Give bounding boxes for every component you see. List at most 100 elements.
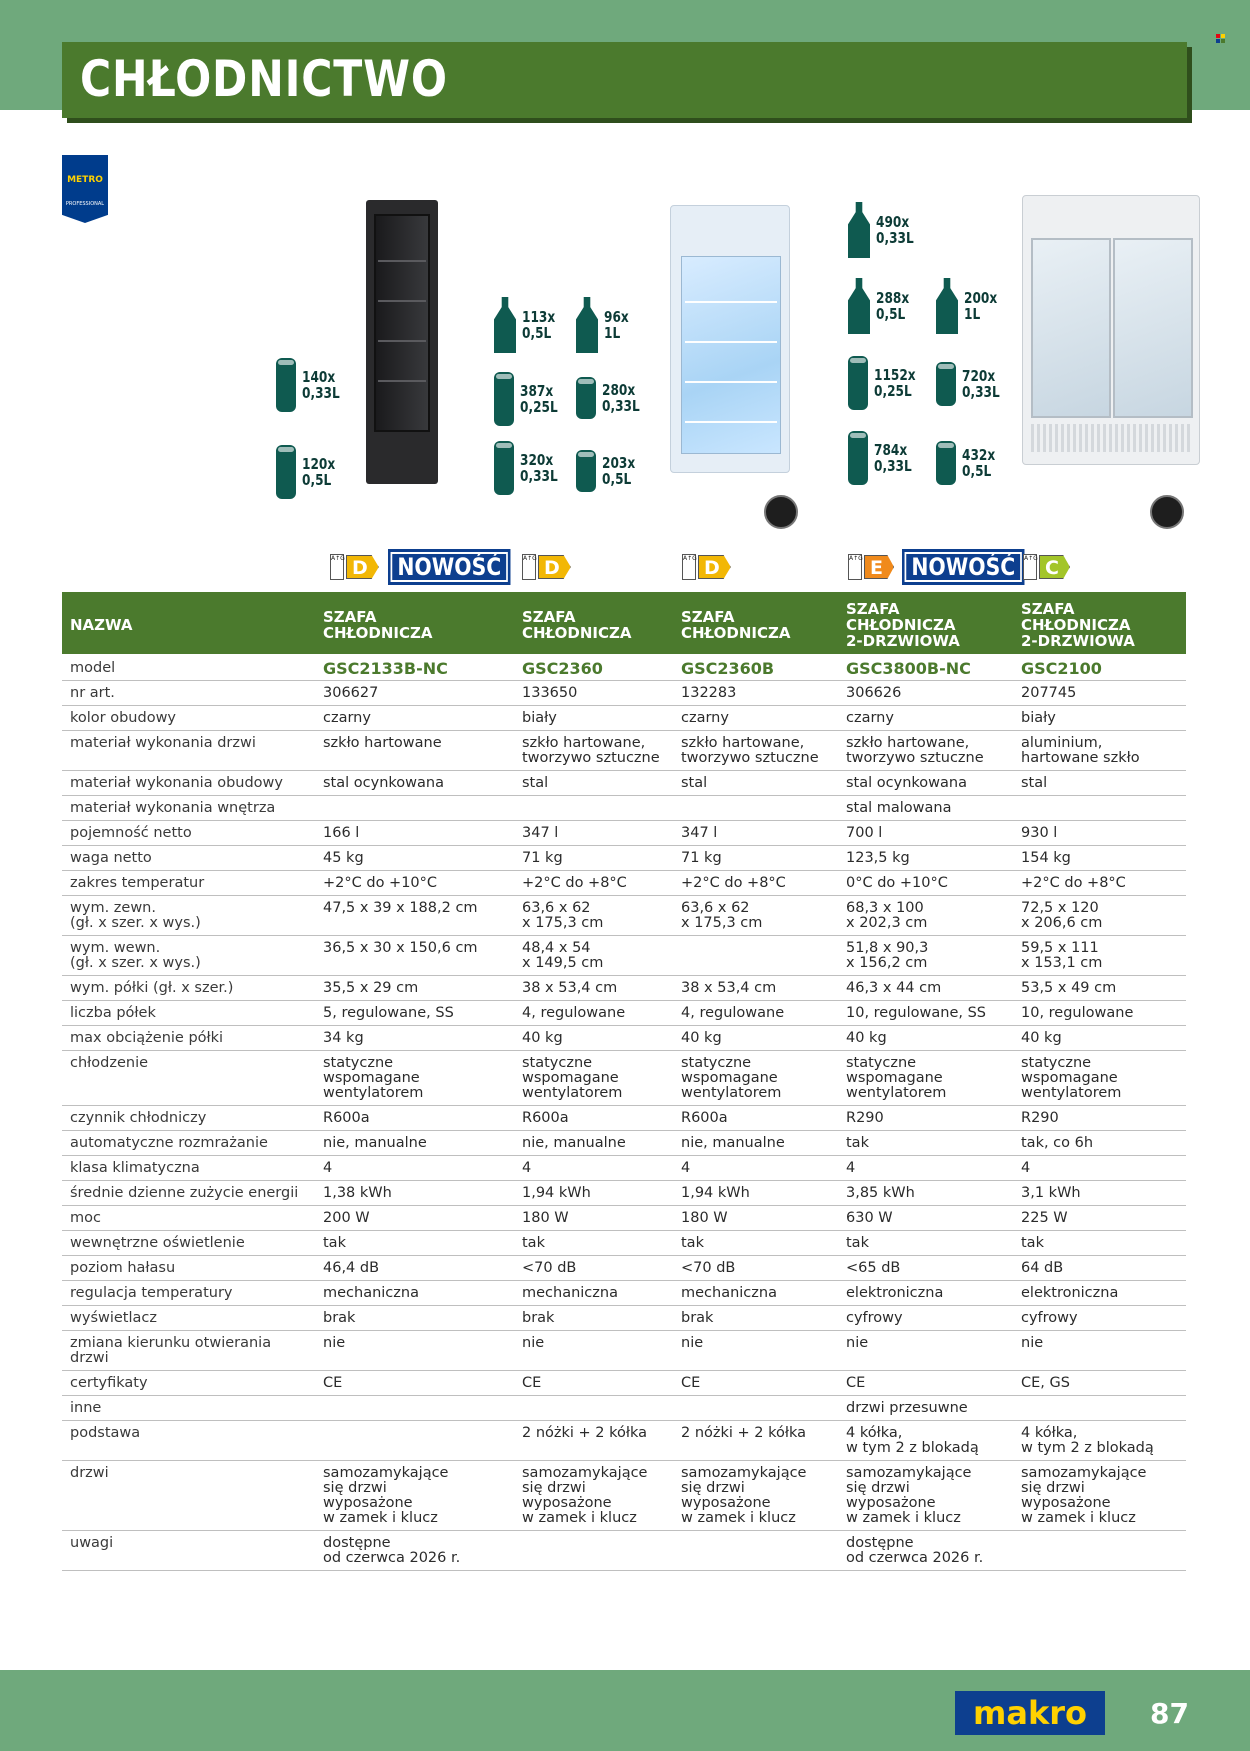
table-cell: 4 kółka, w tym 2 z blokadą: [1019, 1420, 1186, 1461]
pack-label: 200x 1L: [964, 289, 998, 323]
pack-can: 140x 0,33L: [276, 358, 344, 412]
table-cell: 4: [520, 1155, 679, 1181]
table-cell: [679, 795, 844, 821]
table-cell: stal: [1019, 770, 1186, 796]
table-cell: CE, GS: [1019, 1370, 1186, 1396]
pack-can: 784x 0,33L: [848, 431, 916, 485]
row-label: materiał wykonania obudowy: [62, 770, 321, 796]
table-cell: 64 dB: [1019, 1255, 1186, 1281]
table-cell: samozamykające się drzwi wyposażone w za…: [321, 1460, 520, 1531]
table-cell: 53,5 x 49 cm: [1019, 975, 1186, 1001]
table-cell: stal: [520, 770, 679, 796]
table-cell: biały: [1019, 705, 1186, 731]
table-cell: 4, regulowane: [679, 1000, 844, 1026]
row-label: certyfikaty: [62, 1370, 321, 1396]
table-cell: <70 dB: [520, 1255, 679, 1281]
table-cell: R600a: [321, 1105, 520, 1131]
table-cell: 207745: [1019, 680, 1186, 706]
pack-bottle: 490x 0,33L: [848, 202, 918, 258]
fridge-image-gsc2133b: [366, 200, 438, 484]
table-cell: 4: [321, 1155, 520, 1181]
table-cell: 166 l: [321, 820, 520, 846]
table-cell: GSC2360B: [679, 655, 844, 681]
row-label: nr art.: [62, 680, 321, 706]
table-cell: 200 W: [321, 1205, 520, 1231]
bottle-icon: [848, 278, 870, 334]
table-cell: dostępne od czerwca 2026 r.: [321, 1530, 520, 1571]
table-cell: <65 dB: [844, 1255, 1019, 1281]
table-cell: 51,8 x 90,3 x 156,2 cm: [844, 935, 1019, 976]
table-cell: 72,5 x 120 x 206,6 cm: [1019, 895, 1186, 936]
table-cell: szkło hartowane, tworzywo sztuczne: [844, 730, 1019, 771]
table-cell: elektroniczna: [1019, 1280, 1186, 1306]
table-cell: 180 W: [679, 1205, 844, 1231]
row-label: uwagi: [62, 1530, 321, 1571]
table-cell: GSC2360: [520, 655, 679, 681]
table-cell: R290: [1019, 1105, 1186, 1131]
bottle-icon: [576, 297, 598, 353]
table-cell: czarny: [321, 705, 520, 731]
row-label: klasa klimatyczna: [62, 1155, 321, 1181]
pack-label: 140x 0,33L: [302, 368, 340, 402]
table-cell: drzwi przesuwne: [844, 1395, 1019, 1421]
row-label: drzwi: [62, 1460, 321, 1531]
table-cell: [679, 935, 844, 976]
new-badge: NOWOŚĆ: [388, 549, 511, 585]
row-label: wym. półki (gł. x szer.): [62, 975, 321, 1001]
table-cell: tak: [321, 1230, 520, 1256]
row-label: waga netto: [62, 845, 321, 871]
table-cell: 347 l: [679, 820, 844, 846]
table-cell: statyczne wspomagane wentylatorem: [844, 1050, 1019, 1106]
table-cell: 2 nóżki + 2 kółka: [520, 1420, 679, 1461]
table-cell: nie, manualne: [679, 1130, 844, 1156]
table-cell: 46,3 x 44 cm: [844, 975, 1019, 1001]
table-cell: 4: [679, 1155, 844, 1181]
row-label: poziom hałasu: [62, 1255, 321, 1281]
energy-scale-icon: A↑G: [1023, 554, 1038, 580]
row-label: chłodzenie: [62, 1050, 321, 1106]
row-label: wyświetlacz: [62, 1305, 321, 1331]
table-cell: 68,3 x 100 x 202,3 cm: [844, 895, 1019, 936]
can-icon: [936, 362, 956, 406]
table-cell: tak: [844, 1130, 1019, 1156]
table-cell: 1,94 kWh: [520, 1180, 679, 1206]
pack-label: 320x 0,33L: [520, 451, 558, 485]
header-cell: SZAFA CHŁODNICZA: [321, 592, 520, 656]
table-row: chłodzenie statyczne wspomagane wentylato…: [62, 1050, 1186, 1106]
row-label: zmiana kierunku otwierania drzwi: [62, 1330, 321, 1371]
energy-class: E: [864, 555, 894, 579]
header-cell: SZAFA CHŁODNICZA: [520, 592, 679, 656]
pack-label: 1152x 0,25L: [874, 366, 916, 400]
page-number: 87: [1150, 1697, 1189, 1730]
table-cell: CE: [679, 1370, 844, 1396]
table-cell: [1019, 795, 1186, 821]
row-label: pojemność netto: [62, 820, 321, 846]
pack-bottle: 200x 1L: [936, 278, 1001, 334]
energy-scale-icon: A↑G: [848, 554, 863, 580]
table-cell: 306626: [844, 680, 1019, 706]
table-cell: tak: [520, 1230, 679, 1256]
table-cell: 180 W: [520, 1205, 679, 1231]
bottle-icon: [848, 202, 870, 258]
table-cell: CE: [844, 1370, 1019, 1396]
table-cell: 1,94 kWh: [679, 1180, 844, 1206]
fridge-image-gsc2100: [1022, 195, 1200, 465]
pack-label: 120x 0,5L: [302, 455, 336, 489]
table-cell: [520, 1530, 679, 1571]
pack-label: 432x 0,5L: [962, 446, 996, 480]
